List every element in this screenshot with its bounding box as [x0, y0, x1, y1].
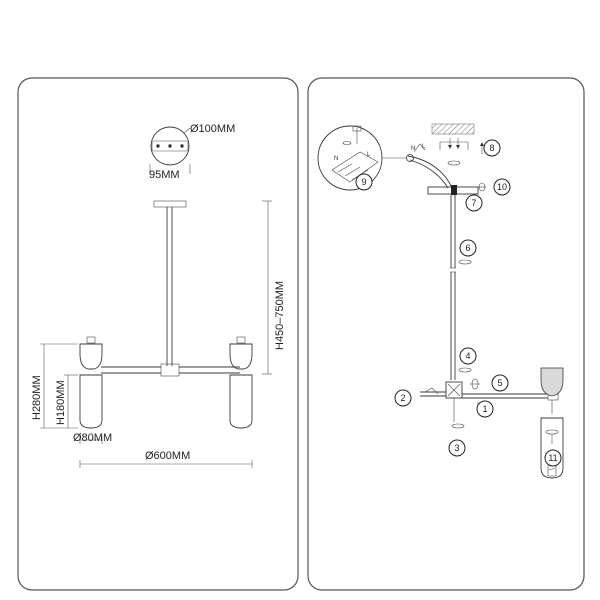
- chandelier-elevation: [101, 200, 240, 377]
- step-3: 3: [448, 439, 466, 457]
- step-2-number: 2: [400, 393, 405, 403]
- wiring-detail-magnifier: N L: [317, 125, 414, 191]
- step-5-number: 5: [497, 378, 502, 388]
- step-11: 11: [544, 449, 562, 467]
- step-5: 5: [491, 374, 509, 392]
- step-7-number: 7: [471, 198, 476, 208]
- dimensions-panel: Ø100MM 95MM: [17, 77, 299, 591]
- svg-text:L: L: [367, 152, 371, 158]
- canopy-diameter-label: Ø100MM: [190, 123, 235, 135]
- overall-diameter-label: Ø600MM: [145, 450, 190, 462]
- step-7: 7: [465, 194, 483, 212]
- ceiling: [431, 123, 484, 166]
- step-1-number: 1: [482, 404, 487, 414]
- svg-text:L: L: [422, 144, 426, 150]
- lower-shade-height-label: H180MM: [55, 380, 67, 425]
- left-shade: [79, 336, 103, 429]
- step-4-number: 4: [465, 351, 470, 361]
- assembled-shade: [540, 367, 564, 479]
- step-3-number: 3: [454, 443, 459, 453]
- svg-text:N: N: [334, 156, 338, 162]
- canopy-width-label: 95MM: [149, 169, 180, 181]
- right-shade: [229, 336, 253, 429]
- power-cables: L N: [407, 143, 453, 189]
- step-11-number: 11: [548, 453, 557, 463]
- step-8-number: 8: [489, 143, 494, 153]
- step-4: 4: [459, 347, 477, 365]
- step-6-number: 6: [465, 243, 470, 253]
- assembly-panel: N L L N: [307, 77, 585, 591]
- height-range-label: H450–750MM: [274, 281, 286, 350]
- step-6: 6: [459, 239, 477, 257]
- step-2: 2: [394, 389, 412, 407]
- svg-text:N: N: [411, 146, 415, 152]
- step-9-number: 9: [361, 177, 366, 187]
- canopy: [427, 182, 486, 195]
- step-8: 8: [483, 139, 501, 157]
- step-10: 10: [493, 178, 511, 196]
- step-9: 9: [355, 173, 373, 191]
- canopy-top-view: [149, 126, 191, 174]
- central-hub: [420, 378, 559, 429]
- dimension-lines: [40, 200, 272, 468]
- shade-height-label: H280MM: [31, 375, 43, 420]
- suspension-rods: [450, 195, 472, 380]
- shade-diameter-label: Ø80MM: [73, 432, 112, 444]
- step-10-number: 10: [497, 182, 507, 192]
- step-1: 1: [476, 400, 494, 418]
